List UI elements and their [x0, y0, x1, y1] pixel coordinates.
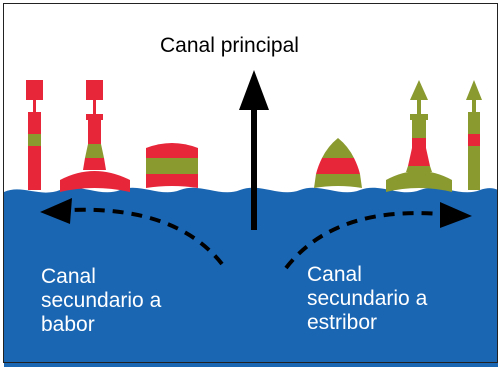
water: [4, 187, 498, 367]
starboard-channel-label-line: Canal: [307, 263, 362, 286]
dashed-right-arrow-icon: [284, 202, 472, 270]
starboard-pillar-buoy: [386, 80, 452, 192]
dashed-left-arrow-icon: [40, 198, 224, 266]
starboard-channel-label-line: secundario a: [307, 287, 428, 310]
port-spar-buoy: [26, 80, 43, 190]
starboard-conical-buoy: [314, 138, 362, 188]
starboard-channel-label: Canal secundario a estribor: [307, 263, 427, 335]
diagram-border: [3, 3, 498, 363]
main-channel-label: Canal principal: [160, 34, 299, 57]
starboard-channel-label-line: estribor: [307, 311, 378, 334]
up-arrow-icon: [239, 70, 269, 230]
port-pillar-buoy: [60, 80, 130, 192]
port-can-buoy: [146, 143, 198, 188]
port-channel-label-line: secundario a: [41, 289, 162, 312]
port-channel-label-line: babor: [41, 313, 95, 336]
port-channel-label: Canal secundario a babor: [41, 265, 161, 337]
port-channel-label-line: Canal: [41, 265, 96, 288]
starboard-spar-buoy: [466, 80, 482, 190]
